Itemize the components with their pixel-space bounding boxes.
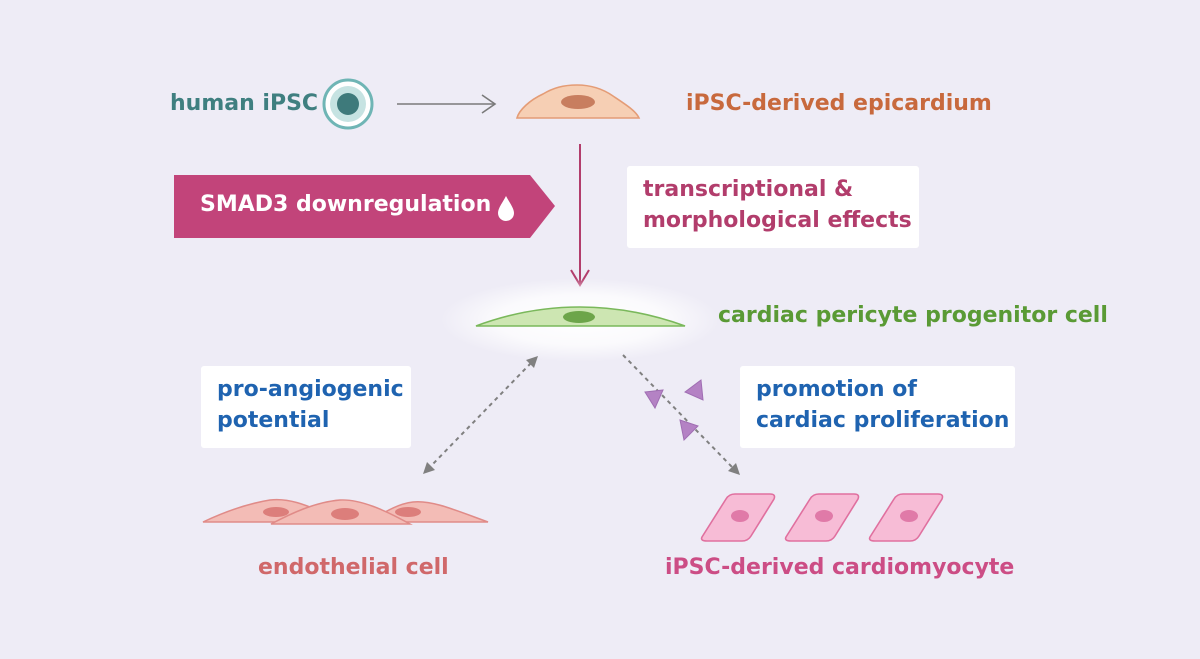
signal-molecules bbox=[644, 379, 704, 442]
effects-line-1: transcriptional & bbox=[643, 177, 854, 202]
proliferation-line-2: cardiac proliferation bbox=[756, 408, 1010, 433]
cardiomyocyte-label: iPSC-derived cardiomyocyte bbox=[665, 555, 1015, 580]
effects-line-2: morphological effects bbox=[643, 208, 912, 233]
endothelial-label: endothelial cell bbox=[258, 555, 449, 580]
smad3-banner bbox=[174, 175, 555, 238]
pericyte-label: cardiac pericyte progenitor cell bbox=[718, 303, 1108, 328]
effects-box: transcriptional & morphological effects bbox=[627, 166, 919, 248]
cardiomyocyte-cells bbox=[700, 493, 944, 542]
angiogenic-box: pro-angiogenic potential bbox=[201, 366, 411, 448]
arrow-epicardium-to-pericyte bbox=[570, 144, 590, 287]
ipsc-cell bbox=[322, 78, 374, 130]
proliferation-line-1: promotion of bbox=[756, 377, 917, 402]
smad3-label: SMAD3 downregulation bbox=[200, 192, 492, 217]
arrow-pericyte-endothelial bbox=[423, 356, 538, 474]
pericyte-cell bbox=[440, 278, 720, 362]
epicardium-cell bbox=[515, 84, 641, 119]
angiogenic-line-1: pro-angiogenic bbox=[217, 377, 404, 402]
endothelial-cells bbox=[202, 498, 489, 525]
human-ipsc-label: human iPSC bbox=[170, 91, 319, 116]
arrow-ipsc-to-epicardium bbox=[397, 94, 497, 114]
proliferation-box: promotion of cardiac proliferation bbox=[740, 366, 1015, 448]
angiogenic-line-2: potential bbox=[217, 408, 330, 433]
arrow-pericyte-cardiomyocyte bbox=[622, 354, 740, 475]
drop-icon bbox=[498, 196, 514, 221]
epicardium-label: iPSC-derived epicardium bbox=[686, 91, 992, 116]
